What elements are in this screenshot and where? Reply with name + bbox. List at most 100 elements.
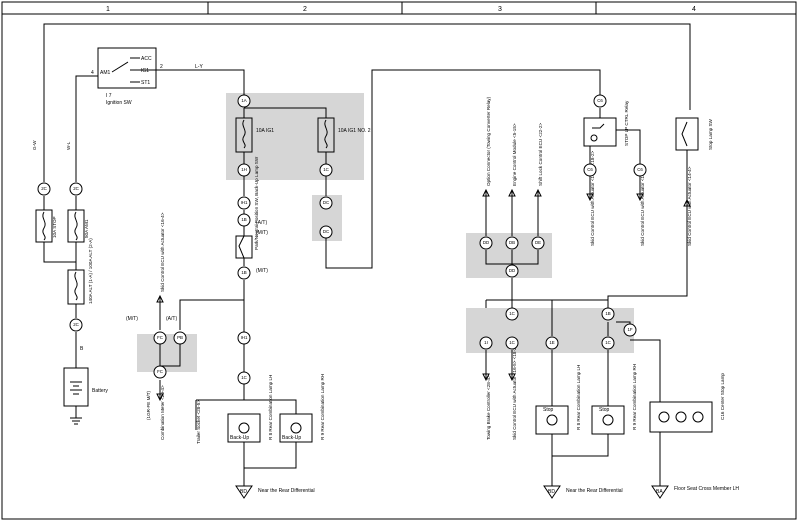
conn-fc-b [153, 365, 167, 379]
conn-relay-4 [633, 163, 647, 177]
dest-option: Option Connector (Towing Converter Relay… [486, 96, 491, 186]
conn-1a-label: 1A [241, 98, 246, 103]
stop-lh-name: R 8 Rear Combination Lamp LH [576, 365, 581, 430]
ignition-switch-box [97, 47, 157, 89]
conn-dc-1-label: DC [323, 200, 329, 205]
conn-dd-b [505, 264, 519, 278]
center-stop-lamp-box [649, 401, 713, 433]
conn-1c-bot [237, 371, 251, 385]
conn-db [505, 236, 519, 250]
ground-bd-1 [235, 485, 253, 499]
backup-rh-name: R 9 Rear Combination Lamp RH [320, 374, 325, 440]
conn-relay-1 [593, 94, 607, 108]
conn-2-stop [37, 182, 51, 196]
park-sw-name: Park/Neutral Position SW, Back-Up Lamp S… [254, 156, 259, 250]
ign-name: Ignition SW [106, 100, 132, 106]
ground-bd-2-code: BD [548, 489, 555, 495]
conn-1c-mid [505, 307, 519, 321]
conn-dc-2-label: DC [323, 229, 329, 234]
conn-ih1-a-label: IH1 [241, 200, 248, 205]
conn-relay-1-label: C6 [597, 98, 603, 103]
conn-1h-label: 1H [241, 167, 247, 172]
conn-fc-a-label: FC [157, 335, 163, 340]
stop-rh-label: Stop [599, 407, 610, 413]
dest-skid1: Skid Control ECU with Actuator <16-4> [160, 212, 165, 292]
ground-ba-code: BA [656, 489, 663, 495]
dest-trailer: Trailer Socket <28-5> [196, 400, 201, 444]
conn-1b [601, 307, 615, 321]
conn-2-stop-label: 2C [41, 186, 47, 191]
conn-dc-1 [319, 196, 333, 210]
fuse-ig1-label: 10A IG1 [256, 128, 274, 134]
conn-1c-low-label: 1C [509, 340, 515, 345]
dest-towing: Towing Brake Controller <28-4> [486, 375, 491, 440]
note-at: (A/T) [166, 316, 177, 322]
stop-sw-name: Stop Lamp SW [708, 118, 713, 150]
conn-1c-top-label: 1C [323, 167, 329, 172]
conn-1c-mid-label: 1C [509, 311, 515, 316]
ign-pin-in: 4 [91, 70, 94, 76]
conn-pb-label: PB [177, 335, 183, 340]
conn-1c-top [319, 163, 333, 177]
ground-ba [651, 485, 669, 499]
fuse-stop-label: 10A STOP [52, 216, 57, 238]
conn-1f [623, 323, 637, 337]
stop-relay-box [583, 117, 617, 147]
fuse-am1-box [67, 209, 85, 243]
backup-rh-label: Back-Up [282, 435, 301, 441]
conn-de [531, 236, 545, 250]
ign-wire: L-Y [195, 64, 203, 70]
park-mt-label: (M/T) [256, 230, 268, 236]
stop-rh-name: R 9 Rear Combination Lamp RH [632, 364, 637, 430]
conn-1i-label: 1I [484, 340, 488, 345]
battery-box [63, 367, 89, 407]
conn-p2-a-label: 1B [241, 217, 246, 222]
conn-p2-b [237, 266, 251, 280]
backup-lh-name: R 8 Rear Combination Lamp LH [268, 375, 273, 440]
ign-pin-am1: AM1 [100, 70, 111, 76]
center-stop-name: C16 Center Stop Lamp [720, 373, 725, 420]
conn-relay-3-label: C6 [587, 167, 593, 172]
conn-1h [237, 163, 251, 177]
conn-1c-r-label: 1C [605, 340, 611, 345]
park-mt2-label: (M/T) [256, 268, 268, 274]
dest-skid3: Skid Control ECU with Actuator <18-2> [640, 166, 645, 246]
conn-dc-2 [319, 225, 333, 239]
conn-fc-b-label: FC [157, 369, 163, 374]
conn-relay-4-label: C6 [637, 167, 643, 172]
column-3-label: 3 [498, 6, 502, 13]
fuse-am1-label: 50A AM1 [84, 219, 89, 238]
conn-1f-label: 1F [627, 327, 632, 332]
conn-fc-a [153, 331, 167, 345]
fuse-main-label: 140A ALT (1-A) / 100A ALT (2-A) [88, 238, 93, 304]
ign-term-ig1: IG1 [141, 68, 149, 74]
note-mt: (M/T) [126, 316, 138, 322]
conn-1b-label: 1B [605, 311, 610, 316]
conn-2c-label: 2C [73, 322, 79, 327]
conn-1i [479, 336, 493, 350]
dest-skid-low: Skid Control ECU with Actuator <16-5> <1… [512, 344, 517, 440]
ign-term-st1: ST1 [141, 80, 150, 86]
conn-1c-r [601, 336, 615, 350]
conn-ih1-a [237, 196, 251, 210]
dest-engine: Engine Control Module <5-15> [512, 123, 517, 186]
park-at-label: (A/T) [256, 220, 267, 226]
conn-2c [69, 318, 83, 332]
dest-skid2: Skid Control ECU with Actuator <16-5> <1… [590, 150, 595, 246]
conn-ih1-b [237, 331, 251, 345]
backup-lh-label: Back-Up [230, 435, 249, 441]
conn-pb [173, 331, 187, 345]
ground-bd-2 [543, 485, 561, 499]
conn-ih1-b-label: IH1 [241, 335, 248, 340]
conn-p2-a [237, 213, 251, 227]
column-2-label: 2 [303, 6, 307, 13]
fuse-stop-box [35, 209, 53, 243]
conn-1e-label: 1E [549, 340, 554, 345]
conn-dd-label: DD [483, 240, 489, 245]
dest-shift: Shift Lock Control ECU <22-2> [538, 123, 543, 186]
fuse-ig1no2-label: 10A IG1 NO. 2 [338, 128, 371, 134]
conn-dd [479, 236, 493, 250]
